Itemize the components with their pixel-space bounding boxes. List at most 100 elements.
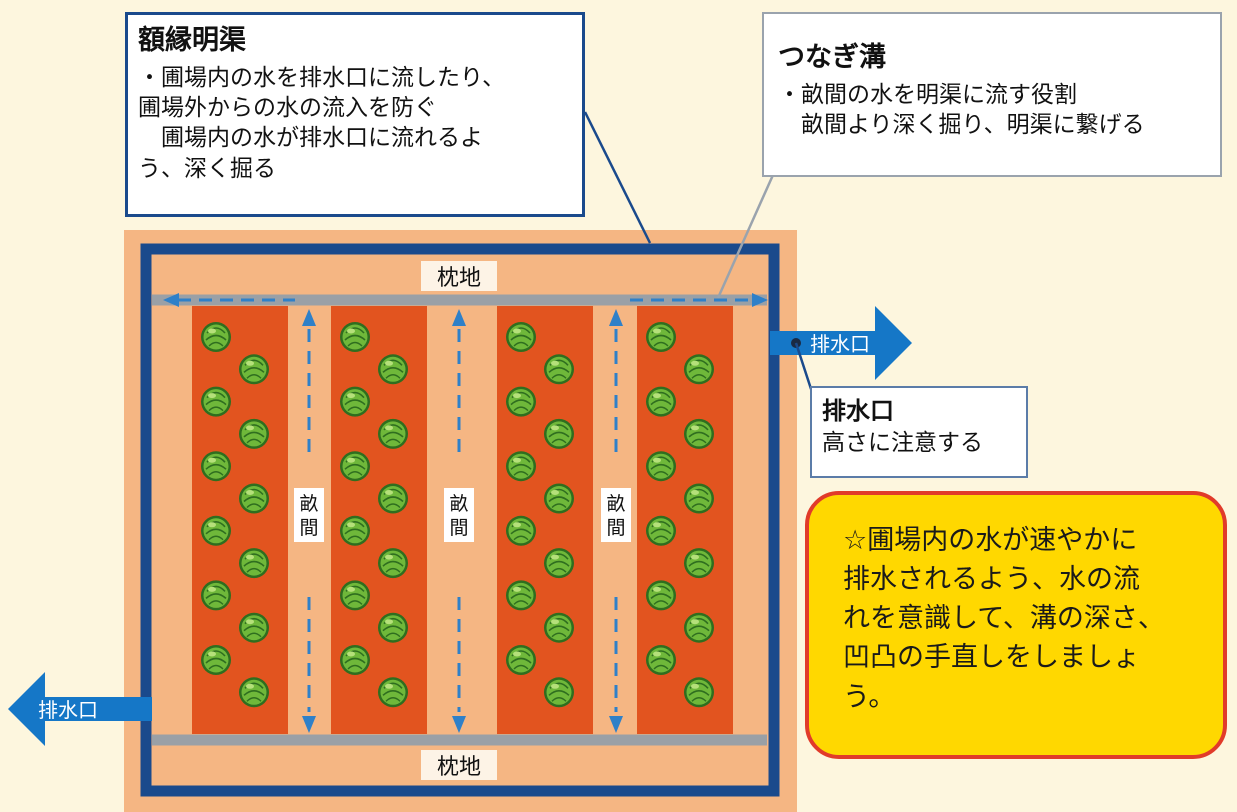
cabbage-icon [200, 385, 232, 418]
advice-note-line: 排水されるよう、水の流 [843, 564, 1140, 596]
cabbage-icon [543, 482, 575, 515]
furrow-arrowhead-down [452, 716, 466, 733]
cabbage-icon [377, 418, 409, 450]
furrow-arrowhead-down [609, 716, 623, 733]
cabbage-icon [683, 611, 715, 644]
drain-outlet-title: 排水口 [822, 397, 894, 425]
headland-label-bottom: 枕地 [437, 755, 481, 780]
cabbage-icon [377, 676, 409, 709]
outlet-right-leader [794, 342, 814, 393]
cabbage-icon [645, 450, 677, 483]
furrow-label: 間 [606, 517, 625, 539]
cabbage-icon [645, 579, 677, 612]
connecting-ditch-text: ・畝間の水を明渠に流す役割 [778, 81, 1077, 108]
outlet-right-arrowhead [875, 306, 912, 380]
edge-channel-text: 圃場内の水が排水口に流れるよ [138, 125, 483, 152]
edge-channel-text: 圃場外からの水の流入を防ぐ [138, 94, 437, 121]
furrow-arrowhead-up [609, 309, 623, 326]
furrow-label: 畝 [449, 493, 468, 515]
cabbage-icon [505, 514, 537, 547]
cabbage-icon [683, 353, 715, 386]
cabbage-icon [505, 644, 537, 676]
edge-channel-text: う、深く掘る [138, 155, 276, 182]
cabbage-icon [543, 353, 575, 386]
cabbage-icon [377, 353, 409, 386]
furrow-label-box [294, 488, 324, 542]
cabbage-icon [200, 450, 232, 483]
furrow-label: 畝 [299, 493, 318, 515]
cabbage-icon [543, 547, 575, 579]
cabbage-icon [238, 611, 270, 644]
cabbage-icon [645, 385, 677, 418]
cabbage-icon [505, 321, 537, 353]
cabbage-icon [683, 547, 715, 579]
cabbage-icon [339, 321, 371, 353]
cabbage-icon [238, 418, 270, 450]
cabbage-icon [377, 482, 409, 515]
cabbage-icon [645, 644, 677, 676]
connecting-ditch-text: 畝間より深く掘り、明渠に繋げる [778, 111, 1145, 138]
cabbage-icon [683, 418, 715, 450]
cabbage-icon [543, 418, 575, 450]
furrow-arrowhead-down [302, 716, 316, 733]
cabbage-icon [645, 321, 677, 353]
furrow-label: 間 [299, 517, 318, 539]
cabbage-icon [543, 611, 575, 644]
cabbage-icon [339, 514, 371, 547]
outlet-left-label: 排水口 [38, 698, 98, 722]
cabbage-icon [505, 579, 537, 612]
edge-channel [140, 243, 780, 797]
cabbage-icon [200, 514, 232, 547]
drain-outlet-callout: 排水口 高さに注意する [810, 386, 1028, 478]
connecting-ditch-leader [716, 174, 775, 299]
connecting-ditch-callout: つなぎ溝 ・畝間の水を明渠に流す役割 畝間より深く掘り、明渠に繋げる [762, 12, 1222, 177]
furrow-arrowhead-up [452, 309, 466, 326]
cabbage-icon [377, 547, 409, 579]
cabbage-icon [200, 321, 232, 353]
connecting-ditch-title: つなぎ溝 [778, 42, 886, 73]
cabbage-icon [645, 514, 677, 547]
cabbage-icon [505, 450, 537, 483]
cabbage-icon [339, 644, 371, 676]
furrow-label-box [444, 488, 474, 542]
top-flow-arrowhead-left [163, 293, 179, 307]
cabbage-icon [505, 385, 537, 418]
cabbage-icon [238, 353, 270, 386]
advice-note-line: う。 [843, 681, 896, 713]
cabbage-icon [238, 676, 270, 709]
cabbage-icon [543, 676, 575, 709]
cabbage-icon [238, 482, 270, 515]
edge-channel-callout: 額縁明渠 ・圃場内の水を排水口に流したり、 圃場外からの水の流入を防ぐ 圃場内の… [125, 12, 585, 217]
outlet-right-label: 排水口 [810, 332, 870, 356]
furrow-label: 間 [449, 517, 468, 539]
crop-beds [192, 306, 733, 734]
edge-channel-text: ・圃場内の水を排水口に流したり、 [138, 64, 506, 91]
advice-note-line: 凹凸の手直しをしましょ [843, 642, 1140, 674]
edge-channel-leader [583, 111, 652, 244]
furrow-label-box [601, 488, 631, 542]
advice-note-line: れを意識して、溝の深さ、 [843, 603, 1165, 635]
outlet-left-bar [40, 697, 152, 721]
cabbage-icon [200, 644, 232, 676]
outlet-right-bar [770, 331, 880, 355]
furrow-label: 畝 [606, 493, 625, 515]
advice-note-line: ☆圃場内の水が速やかに [843, 525, 1138, 556]
headland-label-top-box [421, 261, 497, 291]
cabbage-icon [683, 482, 715, 515]
top-flow-arrowhead-right [752, 293, 768, 307]
headland-label-bottom-box [421, 750, 497, 780]
cabbage-icon [683, 676, 715, 709]
headland-label-top: 枕地 [437, 266, 481, 291]
cabbage-icon [200, 579, 232, 612]
cabbage-icon [339, 385, 371, 418]
furrow-arrowhead-up [302, 309, 316, 326]
cabbage-icon [377, 611, 409, 644]
cabbage-icon [238, 547, 270, 579]
cabbage-icon [339, 450, 371, 483]
outlet-left-arrowhead [8, 672, 45, 746]
edge-channel-title: 額縁明渠 [138, 25, 246, 56]
drain-outlet-text: 高さに注意する [822, 429, 983, 456]
advice-note: ☆圃場内の水が速やかに 排水されるよう、水の流 れを意識して、溝の深さ、 凹凸の… [805, 491, 1227, 759]
